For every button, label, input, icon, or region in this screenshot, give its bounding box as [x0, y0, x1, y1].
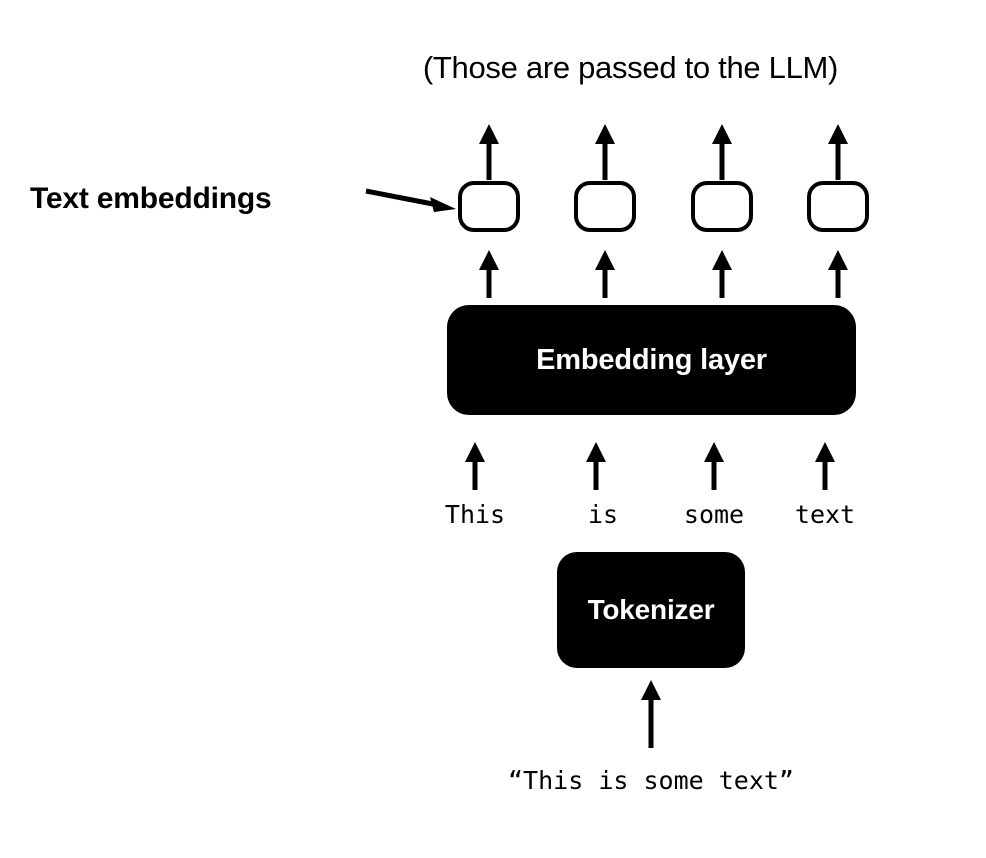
raw-input-text: “This is some text” [508, 766, 794, 795]
output-arrow-1-icon [478, 124, 500, 180]
embedding-layer-label: Embedding layer [536, 343, 767, 376]
embedding-box-1 [458, 181, 520, 232]
token-arrow-2-icon [585, 442, 607, 490]
embedding-box-4 [807, 181, 869, 232]
output-arrow-2-icon [594, 124, 616, 180]
token-label-3: some [683, 500, 745, 529]
embedding-box-2 [574, 181, 636, 232]
token-label-4: text [794, 500, 856, 529]
output-arrow-3-icon [711, 124, 733, 180]
text-embeddings-label: Text embeddings [30, 182, 272, 215]
embed-arrow-3-icon [711, 250, 733, 298]
tokenizer-label: Tokenizer [587, 594, 715, 625]
pointer-arrow-icon [360, 178, 460, 229]
embed-arrow-4-icon [827, 250, 849, 298]
token-arrow-4-icon [814, 442, 836, 490]
token-arrow-3-icon [703, 442, 725, 490]
token-label-1: This [444, 500, 506, 529]
embedding-box-3 [691, 181, 753, 232]
embed-arrow-2-icon [594, 250, 616, 298]
token-label-2: is [587, 500, 619, 529]
llm-caption: (Those are passed to the LLM) [422, 50, 839, 85]
embed-arrow-1-icon [478, 250, 500, 298]
input-arrow-icon [640, 680, 662, 748]
embedding-layer-block[interactable]: Embedding layer [447, 305, 856, 415]
output-arrow-4-icon [827, 124, 849, 180]
token-arrow-1-icon [464, 442, 486, 490]
tokenizer-block[interactable]: Tokenizer [557, 552, 745, 668]
